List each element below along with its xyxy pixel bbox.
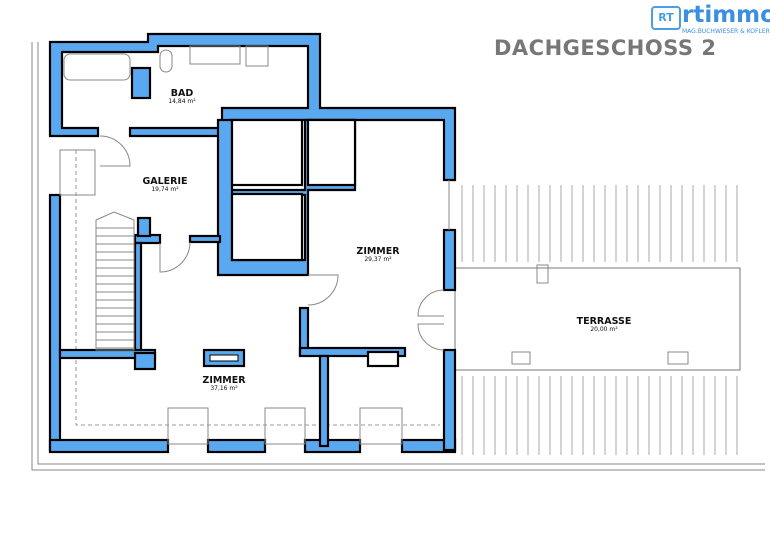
walls (48, 32, 457, 454)
door-bad (99, 135, 131, 167)
terrace-skylight (667, 351, 689, 365)
roof-hatching (461, 185, 738, 455)
terrace-skylight (536, 264, 549, 284)
toilet (159, 49, 173, 73)
galerie-window (59, 149, 96, 196)
page-title: DACHGESCHOSS 2 (494, 36, 717, 60)
terrace-door (417, 289, 445, 351)
logo-name: rtimmo (682, 2, 770, 28)
terrace-outline (454, 267, 741, 371)
window (167, 407, 209, 445)
terrace-skylight (511, 351, 531, 365)
roof-slope-line (75, 150, 440, 426)
door-galerie (159, 241, 191, 273)
company-logo: RT rtimmo MAG.BUCHWIESER & KOFLER (651, 3, 770, 35)
site-boundary (31, 42, 765, 471)
bathtub (63, 53, 131, 81)
double-sink (189, 45, 241, 65)
washing-machine (245, 45, 269, 67)
logo-subtitle: MAG.BUCHWIESER & KOFLER (682, 28, 770, 35)
staircase (95, 211, 135, 351)
logo-mark: RT (651, 6, 681, 30)
window (359, 407, 403, 445)
site-boundary-inner (37, 42, 765, 465)
window (264, 407, 306, 445)
stair-outline (95, 211, 135, 351)
door-zimmer (307, 274, 339, 306)
